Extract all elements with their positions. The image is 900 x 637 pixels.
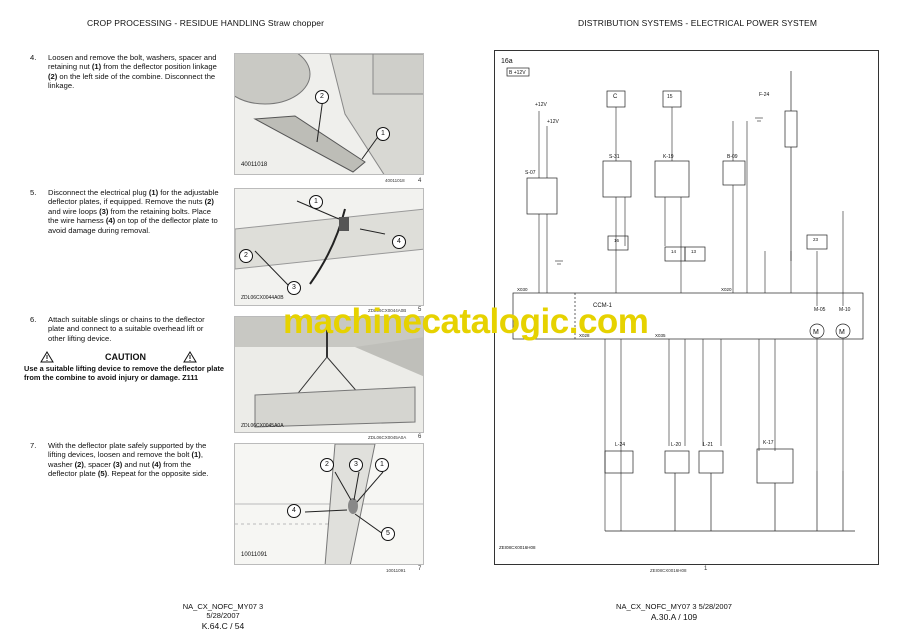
figure-caption: 10011091 xyxy=(386,568,406,573)
supply-voltage-label: +12V xyxy=(535,102,547,108)
component-label: L-20 xyxy=(671,442,681,448)
supply-label: B +12V xyxy=(509,70,526,76)
callout-4: 4 xyxy=(392,235,406,249)
component-label: M-10 xyxy=(839,307,851,313)
callout-4: 4 xyxy=(287,504,301,518)
component-label: L-24 xyxy=(615,442,625,448)
connector-label: X035 xyxy=(655,333,666,338)
figure-6-image: ZDL06CX0045A0A xyxy=(234,316,424,433)
connector-label: X020 xyxy=(721,287,732,292)
step-number: 7. xyxy=(30,441,37,450)
step-text: Loosen and remove the bolt, washers, spa… xyxy=(48,53,217,91)
component-label: 15 xyxy=(667,94,673,100)
connector-label: X028 xyxy=(579,333,590,338)
callout-2: 2 xyxy=(315,90,329,104)
svg-text:M: M xyxy=(813,329,819,336)
left-page-footer: NA_CX_NOFC_MY07 3 5/28/2007 K.64.C / 54 xyxy=(168,602,278,631)
component-label: B-09 xyxy=(727,154,738,160)
step-text: Attach suitable slings or chains to the … xyxy=(48,315,205,343)
figure-caption: 40011018 xyxy=(385,178,405,183)
figure-number: 7 xyxy=(418,566,422,572)
callout-5: 5 xyxy=(381,527,395,541)
component-label: 16 xyxy=(614,238,620,243)
component-label: S-31 xyxy=(609,154,620,160)
schematic-inner-label: ZEI08CX0016H08 xyxy=(499,545,536,550)
step-number: 5. xyxy=(30,188,37,197)
figure-inner-label: ZDL06CX0044A0B xyxy=(241,295,284,301)
left-page: CROP PROCESSING - RESIDUE HANDLING Straw… xyxy=(24,18,424,631)
caution-title: CAUTION xyxy=(105,352,146,362)
figure-inner-label: 10011091 xyxy=(241,552,268,558)
caution-box: CAUTION Use a suitable lifting device to… xyxy=(24,350,227,383)
component-label: K-19 xyxy=(663,154,674,160)
figure-number: 1 xyxy=(704,566,708,572)
caution-text: Use a suitable lifting device to remove … xyxy=(24,364,225,383)
component-label: 13 xyxy=(691,249,697,254)
figure-5-image: 1 2 3 4 ZDL06CX0044A0B xyxy=(234,188,424,306)
step-number: 6. xyxy=(30,315,37,324)
component-label: 14 xyxy=(671,249,677,254)
callout-1: 1 xyxy=(376,127,390,141)
right-page-footer: NA_CX_NOFC_MY07 3 5/28/2007 A.30.A / 109 xyxy=(612,602,736,622)
component-label: M-05 xyxy=(814,307,826,313)
warning-triangle-icon xyxy=(183,351,197,363)
callout-1: 1 xyxy=(375,458,389,472)
component-label: F-24 xyxy=(759,92,770,98)
connector-label: X030 xyxy=(517,287,528,292)
figure-number: 6 xyxy=(418,434,422,440)
callout-3: 3 xyxy=(287,281,301,295)
step-7: 7. With the deflector plate safely suppo… xyxy=(30,441,220,479)
component-label: C xyxy=(613,94,618,100)
warning-triangle-icon xyxy=(40,351,54,363)
step-text: With the deflector plate safely supporte… xyxy=(48,441,209,479)
left-page-header: CROP PROCESSING - RESIDUE HANDLING Straw… xyxy=(87,18,325,28)
callout-2: 2 xyxy=(320,458,334,472)
figure-7-image: 2 3 1 4 5 10011091 xyxy=(234,443,424,565)
svg-text:M: M xyxy=(839,329,845,336)
footer-reference: NA_CX_NOFC_MY07 3 5/28/2007 xyxy=(616,602,732,611)
component-label: L-21 xyxy=(703,442,713,448)
sheet-label: 16a xyxy=(501,58,513,65)
watermark: machinecatalogic.com xyxy=(283,302,649,341)
callout-1: 1 xyxy=(309,195,323,209)
figure-caption: ZDL06CX0044A0B xyxy=(368,308,407,313)
figure-inner-label: 40011018 xyxy=(241,162,268,168)
right-page-header: DISTRIBUTION SYSTEMS - ELECTRICAL POWER … xyxy=(578,18,818,28)
figure-number: 4 xyxy=(418,178,422,184)
step-text: Disconnect the electrical plug (1) for t… xyxy=(48,188,219,235)
component-label: 23 xyxy=(813,237,819,242)
figure-caption: ZEI08CX0016H08 xyxy=(650,568,687,573)
supply-voltage-label: +12V xyxy=(547,119,559,125)
component-label: K-17 xyxy=(763,440,774,446)
wiring-schematic: 16a B +12V +12V +12V C 15 S-31 K-19 B-09… xyxy=(494,50,879,565)
callout-2: 2 xyxy=(239,249,253,263)
module-label: CCM-1 xyxy=(593,303,613,309)
callout-3: 3 xyxy=(349,458,363,472)
step-number: 4. xyxy=(30,53,37,62)
footer-reference: NA_CX_NOFC_MY07 3 5/28/2007 xyxy=(182,602,264,620)
page-number: A.30.A / 109 xyxy=(650,612,698,622)
figure-inner-label: ZDL06CX0045A0A xyxy=(241,423,284,429)
figure-4-image: 2 1 40011018 xyxy=(234,53,424,175)
component-label: S-07 xyxy=(525,170,536,176)
figure-caption: ZDL06CX0045A0A xyxy=(368,435,407,440)
step-5: 5. Disconnect the electrical plug (1) fo… xyxy=(30,188,220,235)
figure-number: 5 xyxy=(418,307,422,313)
step-4: 4. Loosen and remove the bolt, washers, … xyxy=(30,53,220,91)
step-6: 6. Attach suitable slings or chains to t… xyxy=(30,315,220,343)
page-number: K.64.C / 54 xyxy=(201,621,245,631)
right-page: DISTRIBUTION SYSTEMS - ELECTRICAL POWER … xyxy=(450,0,900,637)
